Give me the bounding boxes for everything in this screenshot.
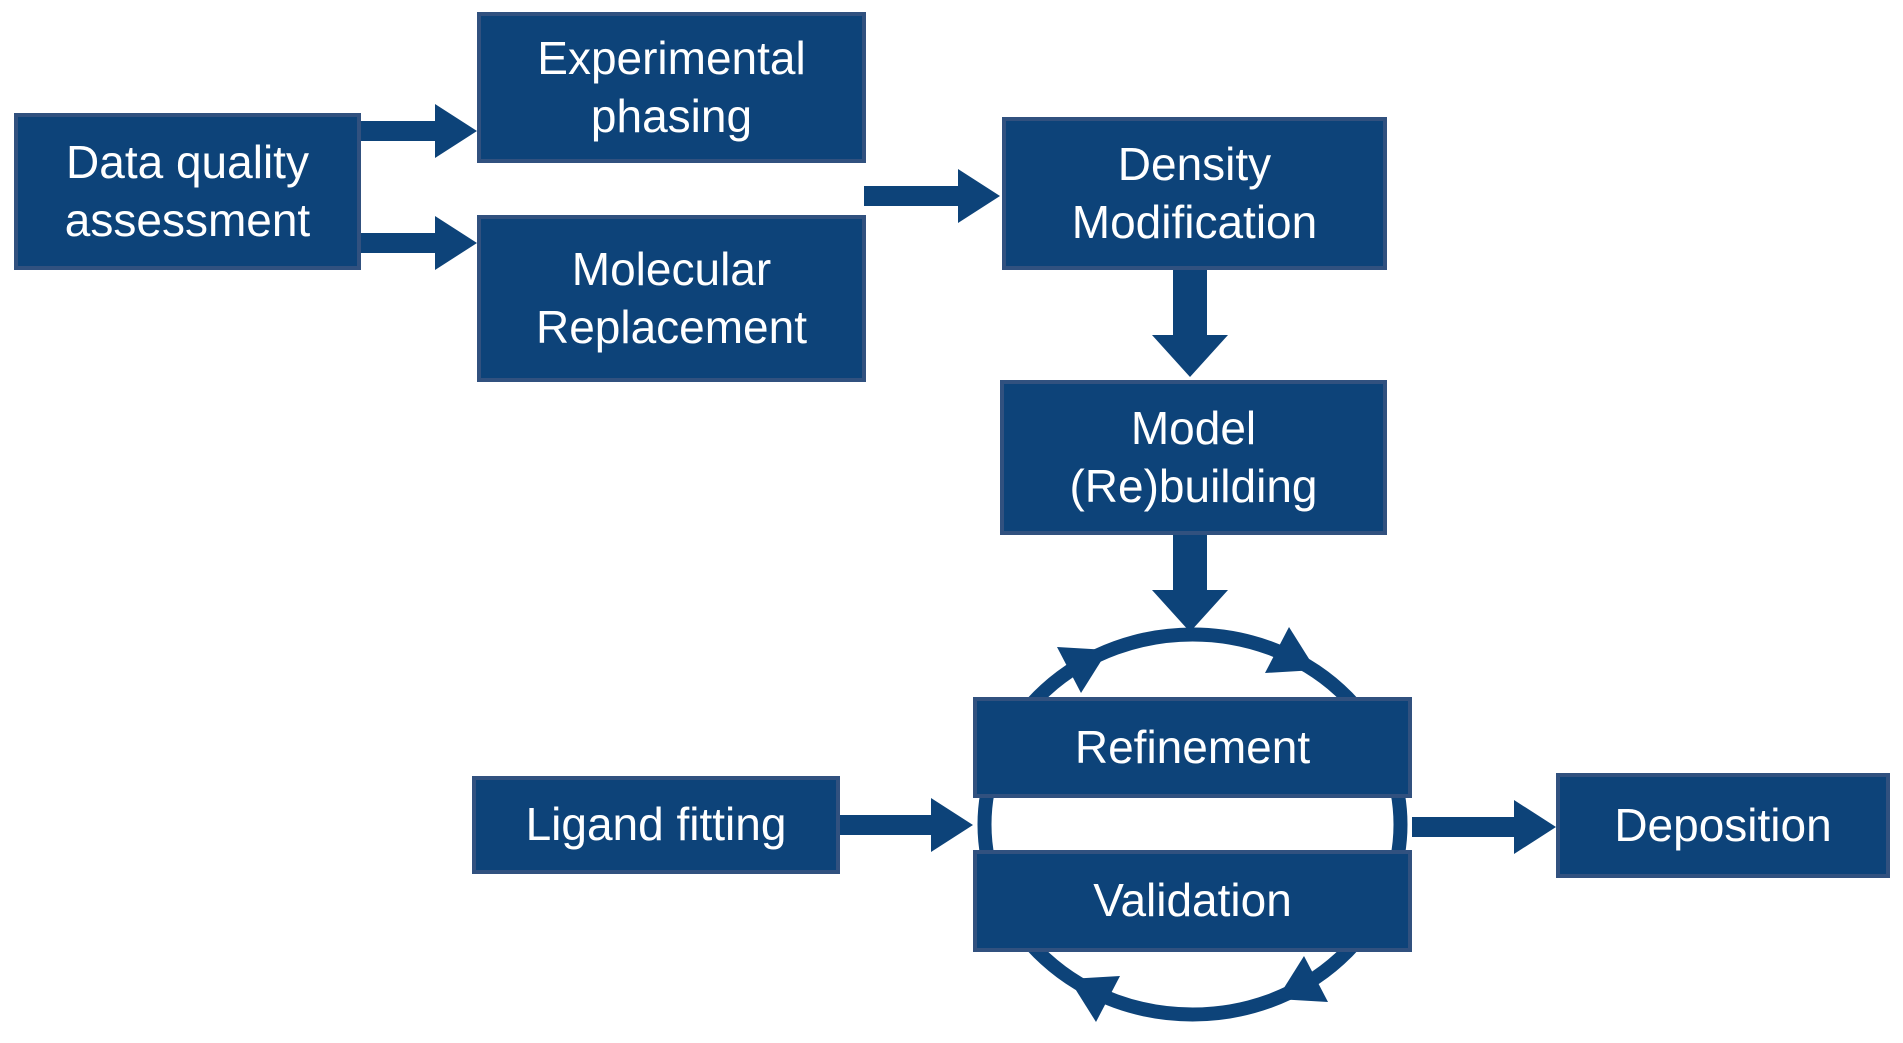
node-density-modification: Density Modification xyxy=(1002,117,1387,270)
node-label-line: Molecular xyxy=(571,242,772,295)
cycle-arrowhead-top-right-icon xyxy=(1265,627,1316,673)
node-label-line: Modification xyxy=(1071,195,1318,248)
node-label-line: Ligand fitting xyxy=(525,798,787,851)
node-label-line: Refinement xyxy=(1074,720,1311,773)
node-label-line: Replacement xyxy=(535,300,808,353)
arrow-ligand-to-refinement-cycle xyxy=(840,798,973,852)
node-label-line: Density xyxy=(1117,137,1272,190)
cycle-arrowhead-top-left-icon xyxy=(1057,647,1108,693)
node-validation: Validation xyxy=(973,850,1412,952)
node-data-quality-assessment: Data quality assessment xyxy=(14,113,361,270)
node-ligand-fitting: Ligand fitting xyxy=(472,776,840,874)
cycle-arrowhead-bottom-left-icon xyxy=(1069,976,1120,1022)
node-label-line: Deposition xyxy=(1614,798,1832,851)
node-label-line: Validation xyxy=(1093,874,1292,927)
node-label-line: assessment xyxy=(64,193,311,246)
arrow-data-quality-to-experimental-phasing xyxy=(361,104,477,158)
node-molecular-replacement: Molecular Replacement xyxy=(477,215,866,382)
node-label-line: (Re)building xyxy=(1069,459,1318,512)
node-label-line: Experimental xyxy=(537,31,806,84)
arrow-density-to-model-rebuilding xyxy=(1152,270,1228,377)
node-label-line: phasing xyxy=(590,89,753,142)
arrow-cycle-to-deposition xyxy=(1412,800,1556,854)
arrow-phasing-to-density-modification xyxy=(864,169,1000,223)
node-model-rebuilding: Model (Re)building xyxy=(1000,380,1387,535)
node-experimental-phasing: Experimental phasing xyxy=(477,12,866,163)
cycle-arrowhead-bottom-right-icon xyxy=(1277,956,1328,1002)
node-deposition: Deposition xyxy=(1556,773,1890,878)
node-label-line: Data quality xyxy=(66,135,309,188)
node-refinement: Refinement xyxy=(973,697,1412,798)
arrow-model-to-refinement-cycle xyxy=(1152,535,1228,632)
arrow-data-quality-to-molecular-replacement xyxy=(361,216,477,270)
cycle-ring xyxy=(977,627,1408,1022)
node-label-line: Model xyxy=(1130,401,1257,454)
refinement-validation-cycle xyxy=(977,627,1408,1022)
